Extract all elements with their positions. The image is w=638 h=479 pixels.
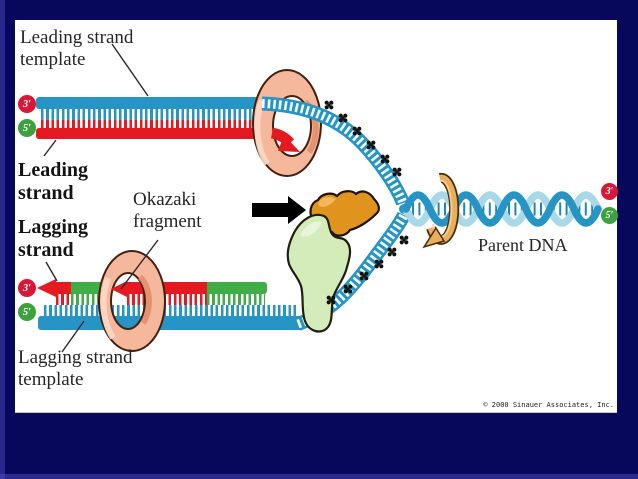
label-okazaki-fragment-line2: fragment: [133, 211, 202, 232]
label-lagging-strand-template: Lagging strand template: [18, 347, 133, 391]
credit-line: © 2000 Sinauer Associates, Inc.: [483, 401, 614, 409]
lagging-okazaki-green2-teeth: [207, 294, 265, 305]
label-lagging-strand-template-line1: Lagging strand: [18, 347, 133, 368]
badge-5prime-lagging-template: 5′: [18, 303, 36, 321]
label-leading-strand-line2: strand: [18, 182, 74, 204]
leading-strand-bar: [36, 128, 273, 139]
lagging-okazaki-red2-bar: [127, 282, 207, 294]
label-leading-strand: Leading strand: [18, 159, 88, 205]
badge-3prime-lagging-strand: 3′: [18, 279, 36, 297]
slide-bottom-edge-glow: [0, 474, 638, 479]
badge-3prime-leading-template: 3′: [18, 95, 36, 113]
lagging-template-strand-teeth: [44, 305, 298, 316]
lagging-okazaki-green1-teeth: [71, 294, 111, 305]
lagging-okazaki-red2-teeth: [127, 294, 207, 305]
label-okazaki-fragment: Okazaki fragment: [133, 189, 202, 233]
leading-template-strand-teeth: [41, 109, 264, 121]
lagging-okazaki-red1-teeth: [56, 294, 71, 305]
label-lagging-strand-line2: strand: [18, 239, 74, 261]
lagging-okazaki-green2-bar: [207, 282, 267, 294]
leading-template-strand-bar: [36, 97, 264, 109]
label-lagging-strand-line1: Lagging: [18, 216, 89, 238]
lagging-okazaki-green1-bar: [71, 282, 111, 294]
label-leading-strand-template-line1: Leading strand: [20, 27, 134, 48]
lagging-template-strand-bar: [38, 316, 300, 330]
leading-strand-teeth: [41, 120, 271, 128]
label-leading-strand-line1: Leading: [18, 159, 89, 181]
label-lagging-strand: Lagging strand: [18, 216, 88, 262]
badge-5prime-leading-strand: 5′: [18, 119, 36, 137]
badge-3prime-parent-dna: 3′: [601, 183, 618, 200]
label-parent-dna: Parent DNA: [478, 235, 568, 255]
slide-left-edge-glow: [0, 0, 5, 479]
label-lagging-strand-template-line2: template: [18, 369, 84, 390]
badge-5prime-parent-dna: 5′: [601, 207, 618, 224]
label-leading-strand-template: Leading strand template: [20, 27, 133, 71]
lagging-okazaki-red1-bar: [54, 282, 71, 294]
label-okazaki-fragment-line1: Okazaki: [133, 189, 197, 210]
label-leading-strand-template-line2: template: [20, 49, 86, 70]
